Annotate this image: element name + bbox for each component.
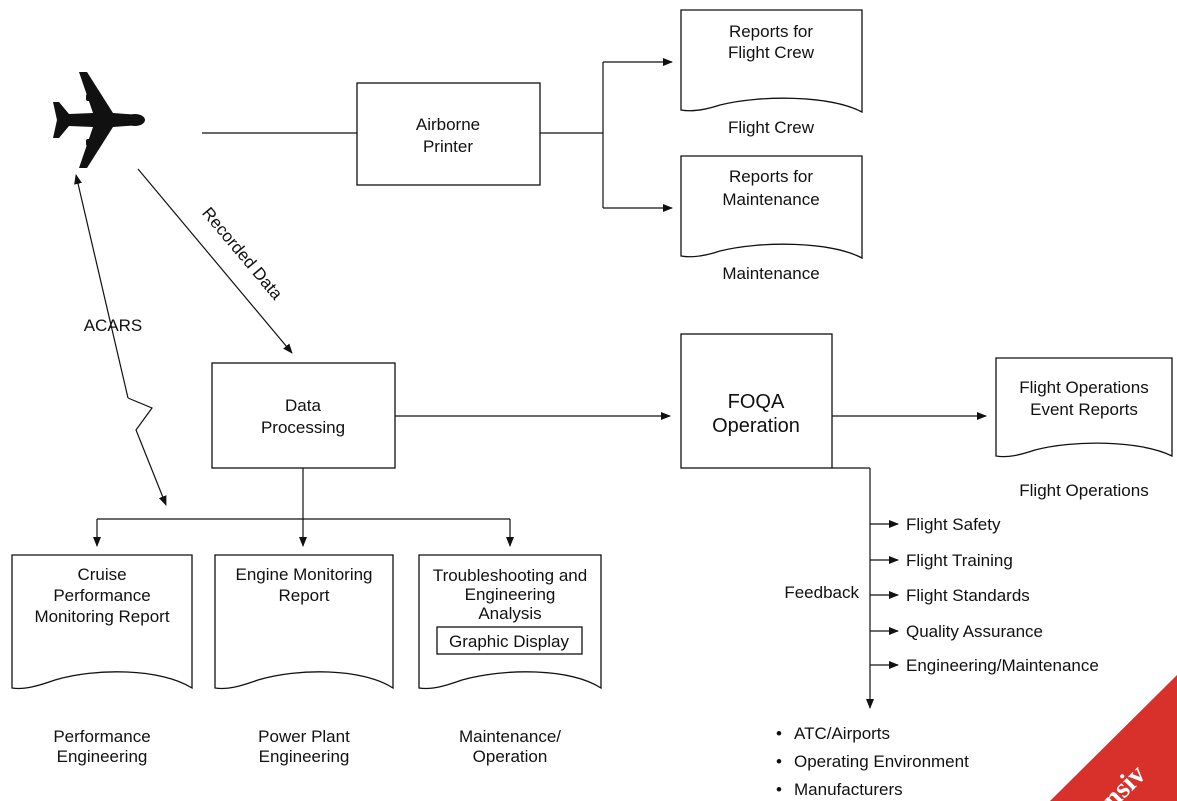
maintenance-operation-caption-1: Maintenance/ (459, 727, 561, 746)
reports-maintenance-document (680, 155, 863, 260)
performance-engineering-caption-1: Performance (53, 727, 150, 746)
acars-label: ACARS (84, 316, 143, 335)
performance-engineering-caption-2: Engineering (57, 747, 148, 766)
foqa-line-1: FOQA (728, 391, 785, 413)
bullet-symbol: • (776, 752, 782, 771)
troubleshooting-line-2: Engineering (465, 585, 556, 604)
reports-flight-crew-document (680, 9, 863, 114)
troubleshooting-document (418, 554, 602, 690)
data-processing-line-1: Data (285, 396, 321, 415)
feedback-item-flight-training: Flight Training (906, 551, 1013, 570)
data-processing-box (211, 362, 396, 469)
engine-monitoring-document (214, 554, 394, 690)
acars-radio-link (74, 174, 167, 506)
corner-banner: nsiv (1050, 675, 1177, 801)
bullet-symbol: • (776, 724, 782, 743)
reports-flight-crew-line-2: Flight Crew (728, 43, 815, 62)
troubleshooting-line-1: Troubleshooting and (433, 566, 587, 585)
bullet-manufacturers: Manufacturers (794, 780, 903, 799)
bullet-atc-airports: ATC/Airports (794, 724, 890, 743)
cruise-report-line-1: Cruise (77, 565, 126, 584)
troubleshooting-line-3: Analysis (478, 604, 541, 623)
feedback-label: Feedback (784, 583, 859, 602)
graphic-display-label: Graphic Display (449, 632, 569, 651)
feedback-connector (832, 467, 899, 709)
cruise-report-line-2: Performance (53, 586, 150, 605)
feedback-item-quality-assurance: Quality Assurance (906, 622, 1043, 641)
reports-maintenance-line-1: Reports for (729, 167, 813, 186)
maintenance-caption: Maintenance (722, 264, 819, 283)
power-plant-caption-2: Engineering (259, 747, 350, 766)
foqa-operation-box (680, 333, 833, 469)
feedback-item-engineering-maintenance: Engineering/Maintenance (906, 656, 1099, 675)
recorded-data-label: Recorded Data (198, 204, 286, 304)
flight-ops-report-line-1: Flight Operations (1019, 378, 1148, 397)
airborne-printer-line-1: Airborne (416, 115, 480, 134)
data-processing-line-2: Processing (261, 418, 345, 437)
cruise-performance-document (11, 554, 193, 690)
flight-ops-event-reports-document (995, 357, 1173, 458)
power-plant-caption-1: Power Plant (258, 727, 350, 746)
reports-flight-crew-line-1: Reports for (729, 22, 813, 41)
airplane-icon (53, 72, 145, 168)
feedback-item-flight-standards: Flight Standards (906, 586, 1030, 605)
bullet-symbol: • (776, 780, 782, 799)
engine-report-line-1: Engine Monitoring (235, 565, 372, 584)
engine-report-line-2: Report (278, 586, 329, 605)
bullet-operating-environment: Operating Environment (794, 752, 969, 771)
reports-maintenance-line-2: Maintenance (722, 190, 819, 209)
maintenance-operation-caption-2: Operation (473, 747, 548, 766)
printer-fanout-connector (540, 58, 673, 212)
flight-ops-report-line-2: Event Reports (1030, 400, 1138, 419)
flight-operations-caption: Flight Operations (1019, 481, 1148, 500)
airborne-printer-box (356, 82, 541, 186)
recorded-data-arrow (137, 168, 293, 354)
cruise-report-line-3: Monitoring Report (34, 607, 169, 626)
flight-crew-caption: Flight Crew (728, 118, 815, 137)
processing-distribution-connector (93, 468, 514, 547)
airborne-printer-line-2: Printer (423, 137, 473, 156)
foqa-line-2: Operation (712, 415, 800, 437)
graphic-display-box (436, 626, 583, 655)
feedback-item-flight-safety: Flight Safety (906, 515, 1001, 534)
